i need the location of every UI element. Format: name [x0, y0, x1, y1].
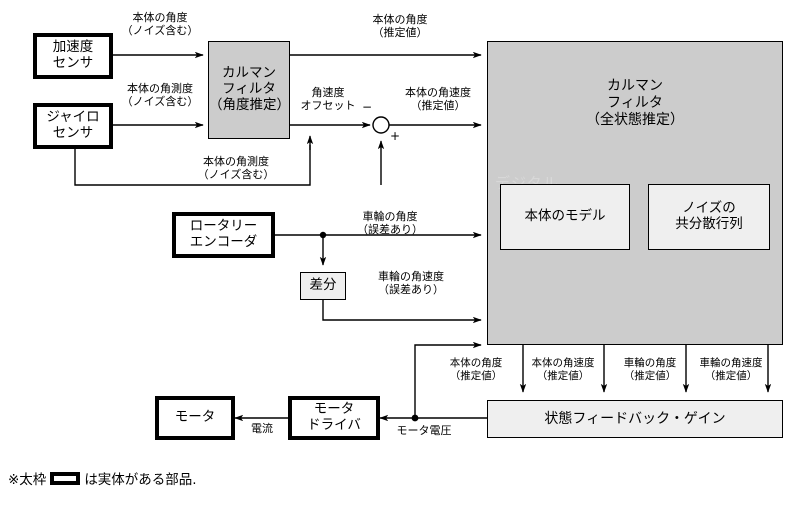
node-state-feedback-gain[interactable]: 状態フィードバック・ゲイン [487, 400, 783, 438]
label-wheel-rate: 車輪の角速度 （誤差あり） [348, 270, 474, 296]
node-motor-driver[interactable]: モータ ドライバ [288, 396, 380, 440]
label-feedback-state-1: 本体の角度 （推定値） [428, 357, 524, 382]
body-rate-estimate-line2: （推定値） [410, 99, 466, 113]
gyro-offset-line2: オフセット [300, 99, 356, 113]
node-rotary-encoder[interactable]: ロータリー エンコーダ [172, 212, 275, 258]
wheel-rate-line1: 車輪の角速度 [378, 270, 444, 283]
motor-driver-line2: ドライバ [307, 417, 361, 433]
wheel-angle-line1: 車輪の角度 [362, 210, 418, 223]
label-accel-output: 本体の角度 （ノイズ含む） [112, 11, 208, 37]
node-gyro-sensor[interactable]: ジャイロ センサ [33, 103, 113, 149]
feedback-state-3-line1: 車輪の角度 [623, 357, 677, 369]
label-gyro-bypass: 本体の角測度 （ノイズ含む） [180, 155, 292, 181]
feedback-state-2-line2: （推定値） [536, 369, 590, 382]
gyro-bypass-line2: （ノイズ含む） [197, 168, 275, 182]
kalman-angle-line2: フィルタ [222, 81, 276, 98]
footnote-prefix: ※太枠 [8, 472, 47, 488]
footnote: ※太枠 は実体がある部品. [8, 468, 197, 488]
wheel-rate-line2: （誤差あり） [378, 283, 444, 297]
label-sum-minus: − [361, 100, 373, 114]
gyro-output-line1: 本体の角測度 [127, 82, 193, 95]
node-motor[interactable]: モータ [155, 396, 235, 440]
node-kalman-filter-angle[interactable]: カルマン フィルタ （角度推定） [208, 41, 290, 139]
gyro-output-line2: （ノイズ含む） [121, 95, 199, 109]
angle-estimate-line2: （推定値） [372, 26, 428, 40]
kalman-full-line1: カルマン [607, 78, 663, 94]
rotary-encoder-line1: ロータリー [189, 218, 258, 235]
label-gyro-output: 本体の角測度 （ノイズ含む） [108, 82, 212, 108]
body-model-label: 本体のモデル [524, 208, 606, 225]
label-body-rate-estimate: 本体の角速度 （推定値） [380, 86, 496, 112]
gyro-sensor-line2: センサ [52, 125, 94, 141]
noise-cov-line2: 共分散行列 [675, 216, 743, 232]
feedback-state-4-line1: 車輪の角速度 [699, 357, 763, 369]
line-motorvoltage-to-kalman [414, 341, 482, 418]
feedback-state-2-line1: 本体の角速度 [531, 357, 595, 369]
state-feedback-gain-label: 状態フィードバック・ゲイン [544, 410, 726, 427]
noise-cov-line1: ノイズの [682, 200, 736, 217]
feedback-state-3-line2: （推定値） [623, 369, 677, 382]
junction-dot-motorvoltage [411, 414, 419, 422]
motor-label: モータ [174, 409, 216, 426]
node-difference[interactable]: 差分 [300, 272, 346, 300]
label-motor-voltage: モータ電圧 [396, 424, 452, 437]
accel-output-line2: （ノイズ含む） [121, 24, 199, 38]
line-diff-to-kalman [322, 300, 482, 324]
accel-sensor-line2: センサ [52, 55, 94, 71]
feedback-state-4-line2: （推定値） [704, 369, 758, 382]
gyro-offset-line1: 角速度 [311, 86, 345, 99]
accel-sensor-line1: 加速度 [52, 39, 94, 56]
label-feedback-state-4: 車輪の角速度 （推定値） [686, 357, 776, 382]
junction-dot-encoder [319, 231, 327, 239]
feedback-state-1-line1: 本体の角度 [449, 357, 503, 369]
motor-driver-line1: モータ [313, 401, 355, 418]
angle-estimate-line1: 本体の角度 [372, 13, 428, 26]
difference-label: 差分 [309, 277, 337, 294]
footnote-thick-box-icon [50, 471, 81, 485]
node-accel-sensor[interactable]: 加速度 センサ [33, 33, 113, 79]
label-feedback-state-2: 本体の角速度 （推定値） [518, 357, 608, 382]
summing-junction [372, 116, 390, 134]
rotary-encoder-line2: エンコーダ [189, 234, 258, 250]
wheel-angle-line2: （誤差あり） [357, 223, 423, 237]
gyro-sensor-line1: ジャイロ [46, 109, 100, 126]
line-gyro-bypass [74, 145, 311, 186]
kalman-full-title: カルマン フィルタ （全状態推定） [487, 78, 783, 128]
label-gyro-offset: 角速度 オフセット [286, 86, 370, 112]
kalman-full-line2: フィルタ [607, 94, 663, 111]
node-body-model[interactable]: 本体のモデル [500, 184, 630, 250]
footnote-suffix: は実体がある部品. [84, 472, 197, 488]
label-angle-estimate: 本体の角度 （推定値） [340, 13, 460, 39]
node-noise-covariance[interactable]: ノイズの 共分散行列 [648, 184, 770, 250]
feedback-state-1-line2: （推定値） [449, 369, 503, 382]
label-feedback-state-3: 車輪の角度 （推定値） [608, 357, 692, 382]
body-rate-estimate-line1: 本体の角速度 [405, 86, 471, 99]
label-wheel-angle: 車輪の角度 （誤差あり） [330, 210, 450, 236]
accel-output-line1: 本体の角度 [132, 11, 188, 24]
kalman-angle-line3: （角度推定） [209, 96, 290, 113]
label-sum-plus: + [389, 129, 401, 143]
kalman-full-line3: （全状態推定） [586, 111, 684, 128]
gyro-bypass-line1: 本体の角測度 [203, 155, 269, 168]
label-current: 電流 [251, 422, 273, 435]
kalman-angle-line1: カルマン [222, 65, 276, 82]
